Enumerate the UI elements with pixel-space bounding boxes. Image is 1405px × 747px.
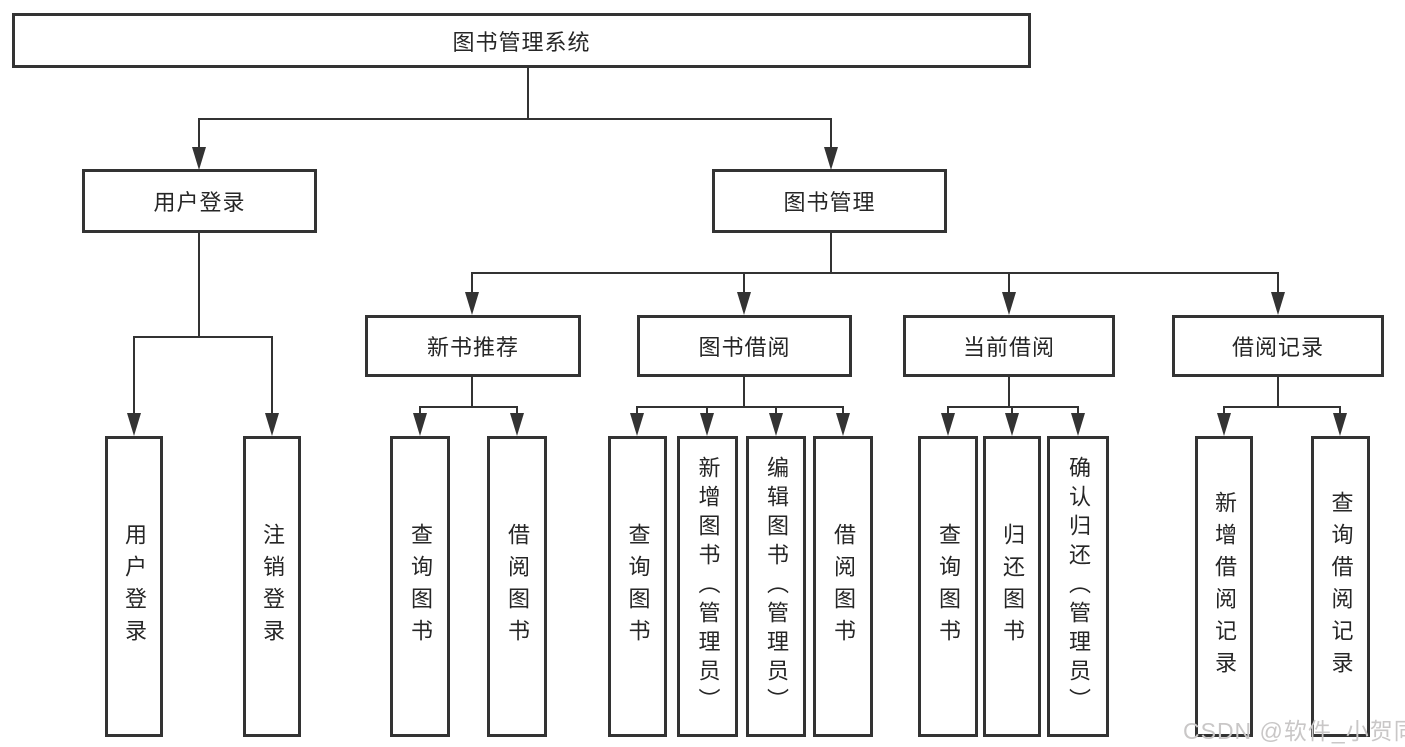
- node-current-borrow: 当前借阅: [903, 315, 1115, 377]
- connector-drop-book-management: [830, 118, 832, 151]
- leaf-return-books: 归还图书: [983, 436, 1041, 737]
- arrow-down: [941, 413, 955, 436]
- connector-current-borrow-stem: [1008, 377, 1010, 407]
- connector-borrow-records-junction: [1223, 406, 1341, 408]
- arrow-down: [769, 413, 783, 436]
- node-new-book-recommend-label: 新书推荐: [426, 335, 519, 360]
- connector-stub: [636, 406, 638, 416]
- node-book-management-label: 图书管理: [783, 190, 876, 215]
- leaf-query-books-2-label: 查询图书: [625, 522, 651, 651]
- arrow-down: [1217, 413, 1231, 436]
- arrow-down: [737, 292, 751, 315]
- arrow-down: [510, 413, 524, 436]
- watermark: CSDN @软件_小贺同学: [1183, 718, 1405, 744]
- connector-stub: [1339, 406, 1341, 416]
- connector-book-borrow-stem: [743, 377, 745, 407]
- leaf-user-login-label: 用户登录: [122, 522, 147, 651]
- node-user-login-label: 用户登录: [153, 190, 246, 215]
- node-book-borrow: 图书借阅: [637, 315, 852, 377]
- connector-level1-junction: [198, 118, 832, 120]
- connector-book-borrow-junction: [636, 406, 844, 408]
- connector-drop-book-borrow: [743, 272, 745, 295]
- node-new-book-recommend: 新书推荐: [365, 315, 581, 377]
- connector-level2-junction: [471, 272, 1279, 274]
- leaf-query-books-3: 查询图书: [918, 436, 978, 737]
- leaf-add-borrow-record: 新增借阅记录: [1195, 436, 1253, 737]
- connector-drop-new-book: [471, 272, 473, 295]
- arrow-down: [127, 413, 141, 436]
- node-borrow-records: 借阅记录: [1172, 315, 1384, 377]
- leaf-confirm-return-admin: 确认归还（管理员）: [1047, 436, 1109, 737]
- connector-borrow-records-stem: [1277, 377, 1279, 407]
- leaf-borrow-books-1-label: 借阅图书: [505, 522, 530, 651]
- node-current-borrow-label: 当前借阅: [962, 335, 1055, 360]
- node-borrow-records-label: 借阅记录: [1231, 335, 1324, 360]
- connector-user-login-junction: [133, 336, 273, 338]
- leaf-add-borrow-record-label: 新增借阅记录: [1212, 490, 1237, 683]
- leaf-logout-login-label: 注销登录: [260, 522, 285, 651]
- arrow-down: [630, 413, 644, 436]
- leaf-user-login: 用户登录: [105, 436, 163, 737]
- leaf-query-books-1-label: 查询图书: [408, 522, 433, 651]
- leaf-logout-login: 注销登录: [243, 436, 301, 737]
- arrow-down: [265, 413, 279, 436]
- leaf-query-books-2: 查询图书: [608, 436, 667, 737]
- leaf-edit-books-admin-label: 编辑图书（管理员）: [764, 456, 789, 717]
- node-user-login: 用户登录: [82, 169, 317, 233]
- connector-stub: [1077, 406, 1079, 416]
- arrow-down: [1333, 413, 1347, 436]
- connector-stub: [1223, 406, 1225, 416]
- leaf-borrow-books-2-label: 借阅图书: [831, 522, 856, 651]
- connector-stub: [419, 406, 421, 416]
- arrow-down: [1271, 292, 1285, 315]
- leaf-query-borrow-record: 查询借阅记录: [1311, 436, 1370, 737]
- leaf-confirm-return-admin-label: 确认归还（管理员）: [1066, 456, 1091, 717]
- arrow-down: [192, 147, 206, 170]
- connector-current-borrow-junction: [947, 406, 1079, 408]
- connector-user-login-stem: [198, 233, 200, 337]
- leaf-return-books-label: 归还图书: [1000, 522, 1025, 651]
- connector-stub: [947, 406, 949, 416]
- leaf-query-books-3-label: 查询图书: [936, 522, 961, 651]
- connector-stub: [775, 406, 777, 416]
- connector-stub: [516, 406, 518, 416]
- arrow-down: [700, 413, 714, 436]
- leaf-query-borrow-record-label: 查询借阅记录: [1328, 490, 1354, 683]
- connector-stub: [842, 406, 844, 416]
- arrow-down: [465, 292, 479, 315]
- node-book-borrow-label: 图书借阅: [698, 335, 791, 360]
- connector-new-book-junction: [419, 406, 518, 408]
- node-library-system-label: 图书管理系统: [452, 29, 591, 55]
- connector-drop-current-borrow: [1008, 272, 1010, 295]
- connector-stub: [706, 406, 708, 416]
- arrow-down: [836, 413, 850, 436]
- arrow-down: [824, 147, 838, 170]
- connector-root-stem: [527, 68, 529, 120]
- leaf-add-books-admin-label: 新增图书（管理员）: [695, 456, 721, 717]
- leaf-query-books-1: 查询图书: [390, 436, 450, 737]
- leaf-borrow-books-1: 借阅图书: [487, 436, 547, 737]
- connector-stub: [1011, 406, 1013, 416]
- arrow-down: [413, 413, 427, 436]
- arrow-down: [1002, 292, 1016, 315]
- node-library-system: 图书管理系统: [12, 13, 1031, 68]
- connector-book-management-stem: [830, 233, 832, 273]
- connector-drop-user-login: [198, 118, 200, 151]
- arrow-down: [1005, 413, 1019, 436]
- connector-drop-leaf-login: [133, 336, 135, 415]
- leaf-edit-books-admin: 编辑图书（管理员）: [746, 436, 806, 737]
- connector-new-book-stem: [471, 377, 473, 407]
- connector-drop-leaf-logout: [271, 336, 273, 415]
- leaf-borrow-books-2: 借阅图书: [813, 436, 873, 737]
- arrow-down: [1071, 413, 1085, 436]
- leaf-add-books-admin: 新增图书（管理员）: [677, 436, 738, 737]
- connector-drop-borrow-records: [1277, 272, 1279, 295]
- node-book-management: 图书管理: [712, 169, 947, 233]
